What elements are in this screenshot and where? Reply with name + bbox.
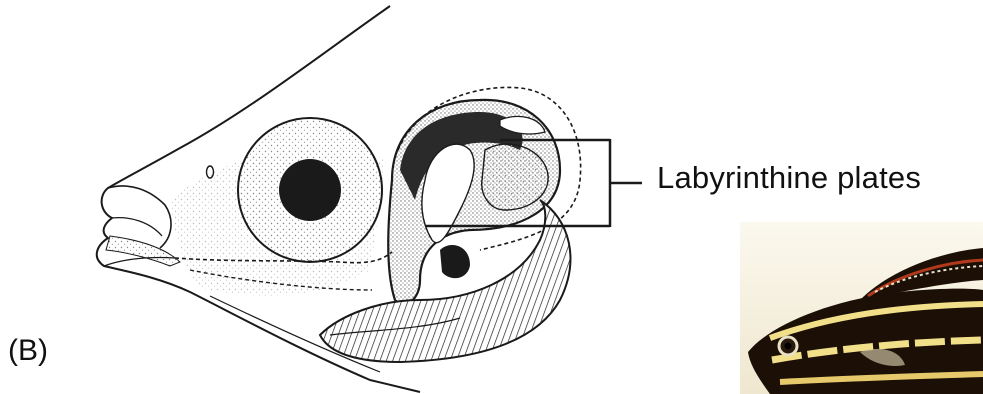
- fish-photo-icon: [740, 222, 983, 394]
- eye-icon: [238, 118, 382, 262]
- labyrinthine-plates-label: Labyrinthine plates: [657, 160, 921, 196]
- panel-label: (B): [8, 334, 48, 368]
